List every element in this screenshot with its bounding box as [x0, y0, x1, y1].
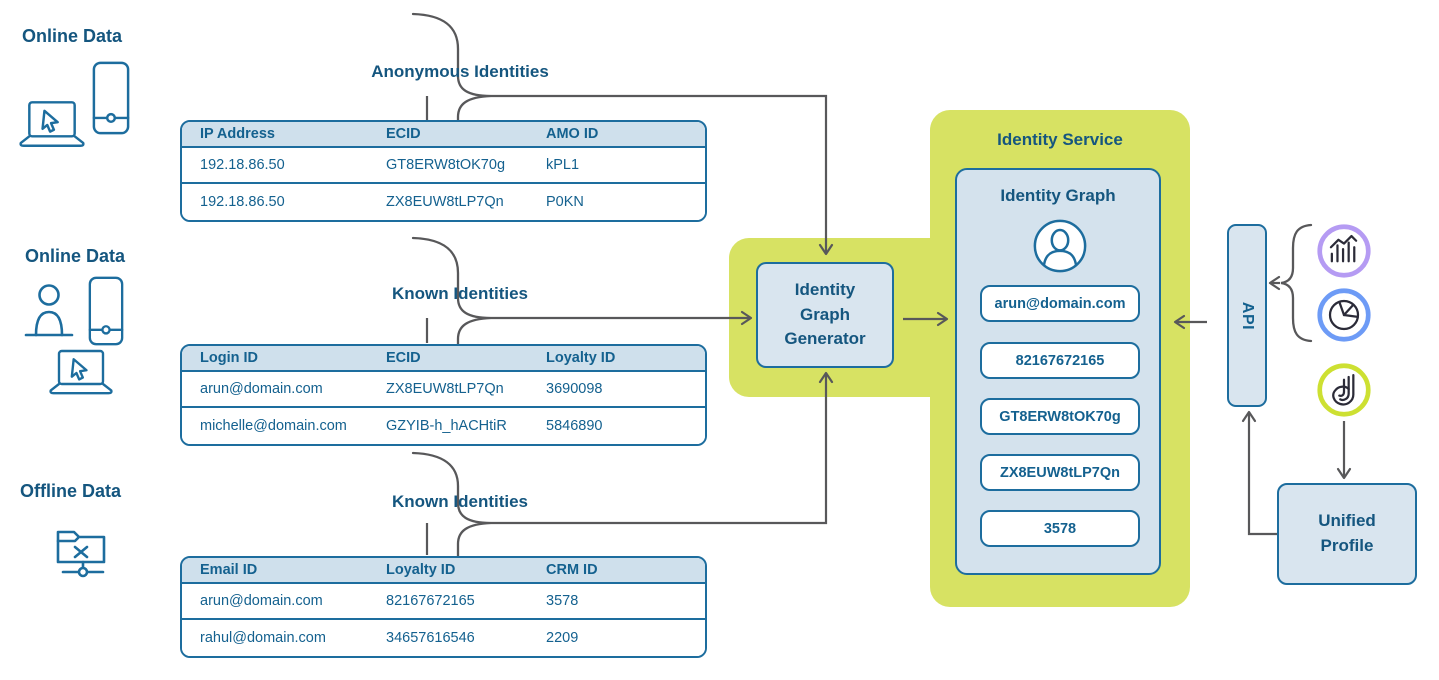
- table-row: arun@domain.com 82167672165 3578: [182, 584, 705, 620]
- source-label-offline-data: Offline Data: [20, 481, 122, 501]
- brace-consumers: [1280, 223, 1313, 343]
- column-header: ECID: [386, 350, 421, 366]
- identity-pill-email: arun@domain.com: [980, 285, 1140, 322]
- identity-pill-ecid-1: GT8ERW8tOK70g: [980, 398, 1140, 435]
- table-title-anonymous-identities: Anonymous Identities: [371, 62, 549, 81]
- cell: arun@domain.com: [200, 381, 323, 397]
- source-label-online-data-1: Online Data: [22, 26, 123, 46]
- cell: 2209: [546, 630, 579, 646]
- identity-service-title: Identity Service: [997, 130, 1123, 149]
- bar-chart-icon: [1317, 224, 1371, 278]
- cell: GT8ERW8tOK70g: [386, 157, 506, 173]
- column-header: Login ID: [200, 350, 258, 366]
- laptop-cursor-icon: [49, 349, 113, 395]
- smartphone-icon: [88, 276, 124, 346]
- cell: 34657616546: [386, 630, 475, 646]
- anonymous-identities-table: IP Address ECID AMO ID 192.18.86.50 GT8E…: [180, 120, 707, 222]
- cell: ZX8EUW8tLP7Qn: [386, 381, 504, 397]
- cell: P0KN: [546, 194, 584, 210]
- smartphone-icon: [92, 61, 130, 135]
- table-header-row: IP Address ECID AMO ID: [182, 122, 705, 148]
- cell: michelle@domain.com: [200, 418, 347, 434]
- unified-profile-label: Unified Profile: [1318, 511, 1376, 555]
- identity-pill-loyalty: 82167672165: [980, 342, 1140, 379]
- table-row: 192.18.86.50 ZX8EUW8tLP7Qn P0KN: [182, 184, 705, 220]
- connector-anonymous-to-generator: [491, 94, 834, 256]
- table-row: arun@domain.com ZX8EUW8tLP7Qn 3690098: [182, 372, 705, 408]
- cell: GZYIB-h_hACHtiR: [386, 418, 507, 434]
- cell: rahul@domain.com: [200, 630, 326, 646]
- column-header: AMO ID: [546, 126, 599, 142]
- laptop-cursor-icon: [19, 101, 85, 148]
- person-icon: [24, 284, 74, 337]
- cell: arun@domain.com: [200, 593, 323, 609]
- table-row: 192.18.86.50 GT8ERW8tOK70g kPL1: [182, 148, 705, 184]
- table-row: rahul@domain.com 34657616546 2209: [182, 620, 705, 656]
- person-circle-icon: [1033, 219, 1087, 273]
- table-title-known-identities-online: Known Identities: [392, 284, 528, 303]
- table-title-known-identities-offline: Known Identities: [392, 492, 528, 511]
- known-identities-online-table: Login ID ECID Loyalty ID arun@domain.com…: [180, 344, 707, 446]
- cell: 5846890: [546, 418, 603, 434]
- source-label-online-data-2: Online Data: [25, 246, 126, 266]
- column-header: Loyalty ID: [546, 350, 616, 366]
- known-identities-offline-table: Email ID Loyalty ID CRM ID arun@domain.c…: [180, 556, 707, 658]
- connector-profile-to-api-arrow: [1241, 410, 1277, 536]
- identity-graph-generator-label: Identity Graph Generator: [784, 280, 866, 349]
- column-header: Email ID: [200, 562, 258, 578]
- experience-platform-icon: [1317, 363, 1371, 417]
- cell: 82167672165: [386, 593, 475, 609]
- identity-graph-title: Identity Graph: [1000, 186, 1116, 205]
- identity-pill-crm: 3578: [980, 510, 1140, 547]
- unified-profile-box: Unified Profile: [1277, 483, 1417, 585]
- identity-pill-ecid-2: ZX8EUW8tLP7Qn: [980, 454, 1140, 491]
- offline-folder-icon: [56, 530, 106, 578]
- cell: 192.18.86.50: [200, 194, 285, 210]
- pie-chart-icon: [1317, 288, 1371, 342]
- identity-graph-box: Identity Graph arun@domain.com 821676721…: [955, 168, 1161, 575]
- column-header: CRM ID: [546, 562, 598, 578]
- api-box: API: [1227, 224, 1267, 407]
- cell: 3690098: [546, 381, 603, 397]
- column-header: ECID: [386, 126, 421, 142]
- column-header: Loyalty ID: [386, 562, 456, 578]
- column-header: IP Address: [200, 126, 275, 142]
- api-label: API: [1239, 301, 1256, 330]
- table-header-row: Email ID Loyalty ID CRM ID: [182, 558, 705, 584]
- table-header-row: Login ID ECID Loyalty ID: [182, 346, 705, 372]
- table-row: michelle@domain.com GZYIB-h_hACHtiR 5846…: [182, 408, 705, 444]
- identity-graph-generator-box: Identity Graph Generator: [756, 262, 894, 368]
- cell: 3578: [546, 593, 579, 609]
- connector-offline-to-generator: [491, 371, 834, 525]
- cell: 192.18.86.50: [200, 157, 285, 173]
- cell: ZX8EUW8tLP7Qn: [386, 194, 504, 210]
- cell: kPL1: [546, 157, 580, 173]
